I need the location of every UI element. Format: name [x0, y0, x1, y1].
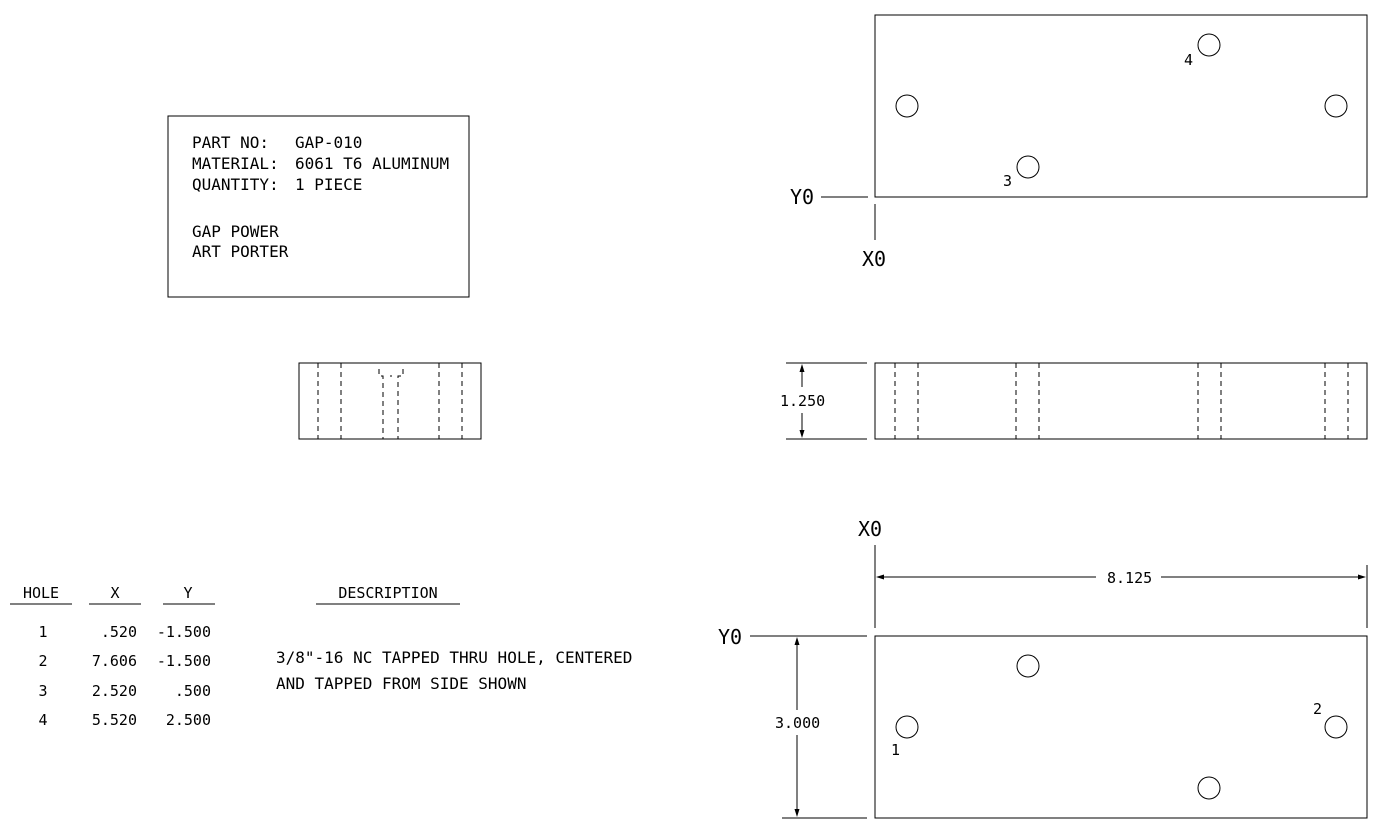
bottom-view-hole-label-2: 2: [1313, 700, 1322, 718]
hole-x-cell: .520: [101, 623, 137, 641]
bottom-view-hole: [895, 715, 919, 739]
description-line-1: 3/8"-16 NC TAPPED THRU HOLE, CENTERED: [276, 648, 632, 667]
front-view-outline: [874, 362, 1368, 440]
table-row: 3 2.520 .500: [38, 682, 211, 700]
hole-y-cell: .500: [175, 682, 211, 700]
width-arrow-head: [794, 637, 800, 645]
hole-number-cell: 1: [38, 623, 47, 641]
top-view-hole-label-4: 4: [1184, 51, 1193, 69]
thickness-arrow-head: [799, 364, 805, 372]
hole-number-cell: 3: [38, 682, 47, 700]
table-row: 2 7.606 -1.500: [38, 652, 211, 670]
top-view-hole: [1324, 94, 1348, 118]
company-name: GAP POWER: [192, 222, 279, 241]
hole-y-cell: -1.500: [157, 623, 211, 641]
bottom-view-x0-label: X0: [858, 517, 882, 541]
bottom-view-y0-label: Y0: [718, 625, 742, 649]
hole-y-cell: -1.500: [157, 652, 211, 670]
bottom-view-hole-label-1: 1: [891, 741, 900, 759]
hole-number-cell: 2: [38, 652, 47, 670]
thickness-dimension-value: 1.250: [780, 392, 825, 410]
hole-table-header-hole: HOLE: [23, 584, 59, 602]
top-view-hole: [1016, 155, 1040, 179]
end-view-outline: [298, 362, 482, 440]
thickness-arrow-head: [799, 430, 805, 438]
quantity-label: QUANTITY:: [192, 175, 279, 194]
length-arrow-head: [1358, 574, 1366, 580]
part-no-value: GAP-010: [295, 133, 362, 152]
bottom-view-hole: [1016, 654, 1040, 678]
bottom-view-outline: [874, 635, 1368, 819]
designer-name: ART PORTER: [192, 242, 289, 261]
material-value: 6061 T6 ALUMINUM: [295, 154, 449, 173]
part-no-label: PART NO:: [192, 133, 269, 152]
bottom-view-hole: [1324, 715, 1348, 739]
length-dimension-value: 8.125: [1107, 569, 1152, 587]
top-view-x0-label: X0: [862, 247, 886, 271]
title-block-frame: [167, 115, 470, 298]
table-row: 4 5.520 2.500: [38, 711, 211, 729]
material-label: MATERIAL:: [192, 154, 279, 173]
hole-x-cell: 5.520: [92, 711, 137, 729]
end-view-tap-hidden-line: [378, 369, 384, 439]
bottom-view-hole: [1197, 776, 1221, 800]
description-line-2: AND TAPPED FROM SIDE SHOWN: [276, 674, 526, 693]
hole-x-cell: 2.520: [92, 682, 137, 700]
width-dimension-value: 3.000: [775, 714, 820, 732]
length-arrow-head: [876, 574, 884, 580]
hole-table-header-y: Y: [183, 584, 192, 602]
hole-x-cell: 7.606: [92, 652, 137, 670]
top-view-hole: [895, 94, 919, 118]
description-header: DESCRIPTION: [338, 584, 437, 602]
top-view-hole-label-3: 3: [1003, 172, 1012, 190]
top-view-hole: [1197, 33, 1221, 57]
table-row: 1 .520 -1.500: [38, 623, 211, 641]
top-view-outline: [874, 14, 1368, 198]
hole-number-cell: 4: [38, 711, 47, 729]
quantity-value: 1 PIECE: [295, 175, 362, 194]
width-arrow-head: [794, 809, 800, 817]
hole-y-cell: 2.500: [166, 711, 211, 729]
end-view-tap-hidden-line: [397, 369, 404, 439]
top-view-y0-label: Y0: [790, 185, 814, 209]
hole-table-header-x: X: [110, 584, 119, 602]
